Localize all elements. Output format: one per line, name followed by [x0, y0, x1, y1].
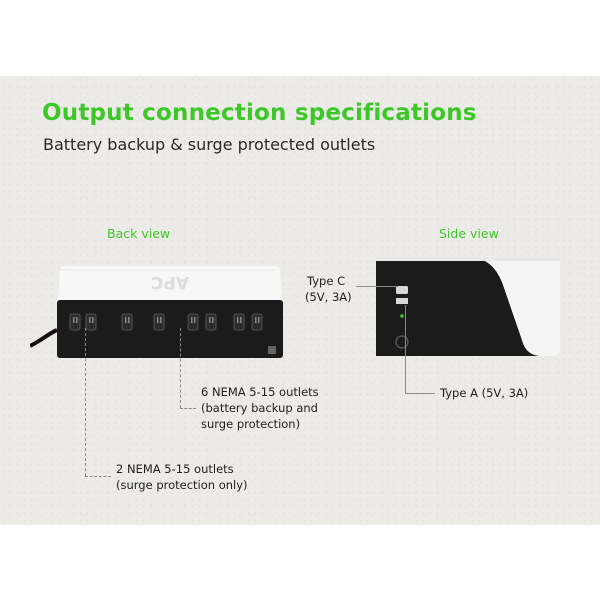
six-outlets-leader-line: [180, 328, 181, 408]
six-outlets-detail-2: surge protection): [201, 417, 301, 431]
type-c-label: Type C: [307, 274, 346, 288]
type-c-leader-line: [356, 286, 398, 287]
back-view-label: Back view: [107, 226, 171, 241]
two-outlets-label: 2 NEMA 5-15 outlets: [116, 462, 234, 476]
back-view-device-image: APC: [30, 266, 283, 358]
two-outlets-leader-line: [85, 328, 86, 476]
page-title: Output connection specifications: [42, 100, 477, 126]
six-outlets-leader-line-h: [180, 408, 196, 409]
six-outlets-detail-1: (battery backup and: [201, 401, 318, 415]
device-black-base: [57, 300, 283, 358]
side-view-device-image: [376, 258, 560, 356]
battery-outlets: [121, 313, 263, 331]
two-outlets-detail: (surge protection only): [116, 478, 248, 492]
side-white-shell: [432, 258, 560, 356]
surge-outlets: [69, 313, 97, 331]
usb-c-port: [396, 286, 408, 294]
side-view-label: Side view: [439, 226, 499, 241]
power-button: [395, 335, 409, 349]
type-a-leader-line: [405, 305, 406, 393]
type-a-leader-line-h: [405, 393, 435, 394]
type-c-spec: (5V, 3A): [305, 290, 352, 304]
power-cord: [30, 328, 58, 348]
page-subtitle: Battery backup & surge protected outlets: [43, 135, 376, 154]
device-top-shell: [58, 266, 282, 300]
two-outlets-leader-line-h: [85, 476, 111, 477]
usb-a-port: [396, 298, 408, 304]
six-outlets-label: 6 NEMA 5-15 outlets: [201, 385, 319, 399]
apc-logo: APC: [151, 272, 189, 292]
type-a-label: Type A (5V, 3A): [440, 386, 529, 400]
side-black-body: [376, 258, 542, 356]
